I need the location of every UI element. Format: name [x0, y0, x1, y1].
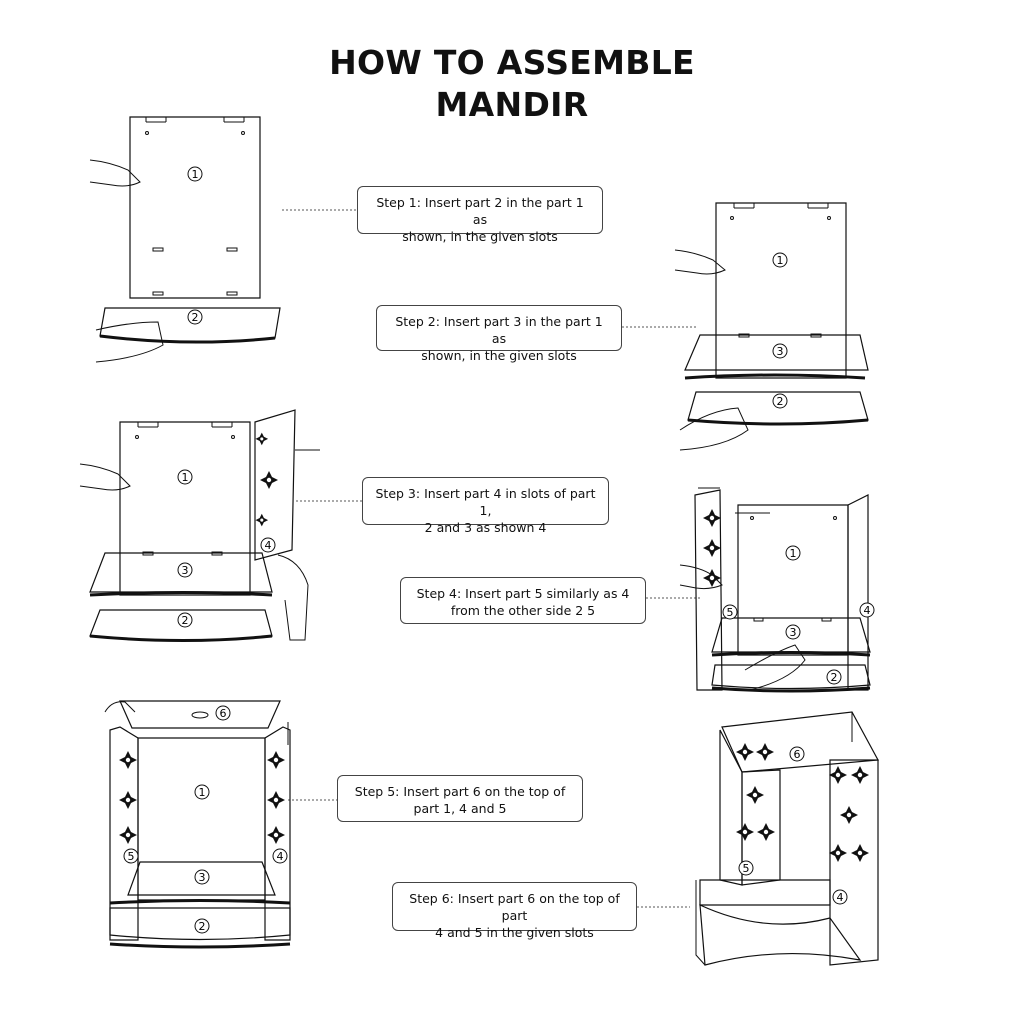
part-2-base — [699, 904, 862, 966]
diagram-1-labels: 1 2 — [187, 166, 203, 325]
diagram-step-1 — [89, 116, 281, 363]
step-4-line-1: Step 4: Insert part 5 similarly as 4 — [416, 586, 630, 601]
step-6-line-2: 4 and 5 in the given slots — [435, 925, 594, 940]
part-label: 1 — [192, 168, 199, 181]
part-4-side — [847, 494, 869, 691]
part-6-top — [119, 700, 281, 729]
part-label: 4 — [864, 604, 871, 617]
title-line-1: HOW TO ASSEMBLE — [329, 43, 695, 82]
part-4-side — [829, 759, 879, 966]
part-label: 1 — [777, 254, 784, 267]
part-label: 6 — [220, 707, 227, 720]
step-1-box: Step 1: Insert part 2 in the part 1 as s… — [357, 186, 603, 244]
part-3-shelf — [711, 617, 871, 653]
part-label: 2 — [199, 920, 206, 933]
part-5-side — [694, 489, 723, 691]
part-label: 5 — [743, 862, 750, 875]
part-label: 1 — [790, 547, 797, 560]
step-3-line-2: 2 and 3 as shown 4 — [424, 520, 547, 535]
diagram-step-4 — [679, 487, 871, 693]
part-label: 2 — [182, 614, 189, 627]
diagram-step-5 — [104, 700, 291, 949]
diagram-3-ornaments — [255, 432, 278, 527]
step-2-box: Step 2: Insert part 3 in the part 1 as s… — [376, 305, 622, 363]
step-3-line-1: Step 3: Insert part 4 in slots of part 1… — [375, 486, 596, 518]
part-label: 2 — [831, 671, 838, 684]
title-line-2: MANDIR — [435, 85, 589, 124]
step-4-box: Step 4: Insert part 5 similarly as 4 fro… — [400, 577, 646, 624]
step-3-box: Step 3: Insert part 4 in slots of part 1… — [362, 477, 609, 535]
page-title: HOW TO ASSEMBLE MANDIR — [0, 42, 1024, 126]
part-4-side — [264, 726, 291, 941]
step-5-line-2: part 1, 4 and 5 — [413, 801, 507, 816]
diagram-step-6 — [695, 711, 879, 966]
part-label: 4 — [265, 539, 272, 552]
part-label: 1 — [199, 786, 206, 799]
part-label: 3 — [777, 345, 784, 358]
part-label: 1 — [182, 471, 189, 484]
part-3-shelf — [684, 334, 869, 371]
step-2-line-1: Step 2: Insert part 3 in the part 1 as — [395, 314, 603, 346]
diagram-6-labels: 6 5 4 — [738, 746, 848, 905]
diagram-6-ornaments — [736, 743, 869, 862]
step-1-line-1: Step 1: Insert part 2 in the part 1 as — [376, 195, 584, 227]
part-label: 3 — [182, 564, 189, 577]
step-5-box: Step 5: Insert part 6 on the top of part… — [337, 775, 583, 822]
part-label: 2 — [777, 395, 784, 408]
connector-lines — [282, 209, 700, 908]
part-3-shelf — [699, 879, 831, 906]
part-label: 2 — [192, 311, 199, 324]
part-label: 5 — [727, 606, 734, 619]
diagram-step-2 — [674, 202, 869, 451]
part-label: 6 — [794, 748, 801, 761]
part-1-panel — [129, 116, 261, 299]
diagram-3-labels: 1 3 2 4 — [177, 469, 276, 628]
diagram-5-labels: 6 1 3 2 5 4 — [123, 705, 288, 934]
part-3-shelf — [89, 552, 273, 593]
step-6-line-1: Step 6: Insert part 6 on the top of part — [409, 891, 620, 923]
step-2-line-2: shown, in the given slots — [421, 348, 577, 363]
part-label: 3 — [790, 626, 797, 639]
part-2-base — [109, 907, 291, 941]
step-1-line-2: shown, in the given slots — [402, 229, 558, 244]
part-label: 4 — [277, 850, 284, 863]
diagram-4-labels: 1 3 2 5 4 — [722, 545, 875, 685]
part-label: 3 — [199, 871, 206, 884]
step-5-line-1: Step 5: Insert part 6 on the top of — [354, 784, 566, 799]
diagram-step-3 — [79, 409, 320, 642]
step-4-line-2: from the other side 2 5 — [450, 603, 596, 618]
part-label: 4 — [837, 891, 844, 904]
diagram-2-labels: 1 3 2 — [772, 252, 788, 409]
part-6-top — [721, 711, 879, 773]
diagram-4-ornaments — [703, 509, 721, 587]
part-5-side — [109, 726, 139, 941]
part-label: 5 — [128, 850, 135, 863]
step-6-box: Step 6: Insert part 6 on the top of part… — [392, 882, 637, 940]
part-3-shelf — [127, 861, 276, 896]
part-4-side — [254, 409, 296, 561]
part-2-base — [711, 664, 871, 690]
